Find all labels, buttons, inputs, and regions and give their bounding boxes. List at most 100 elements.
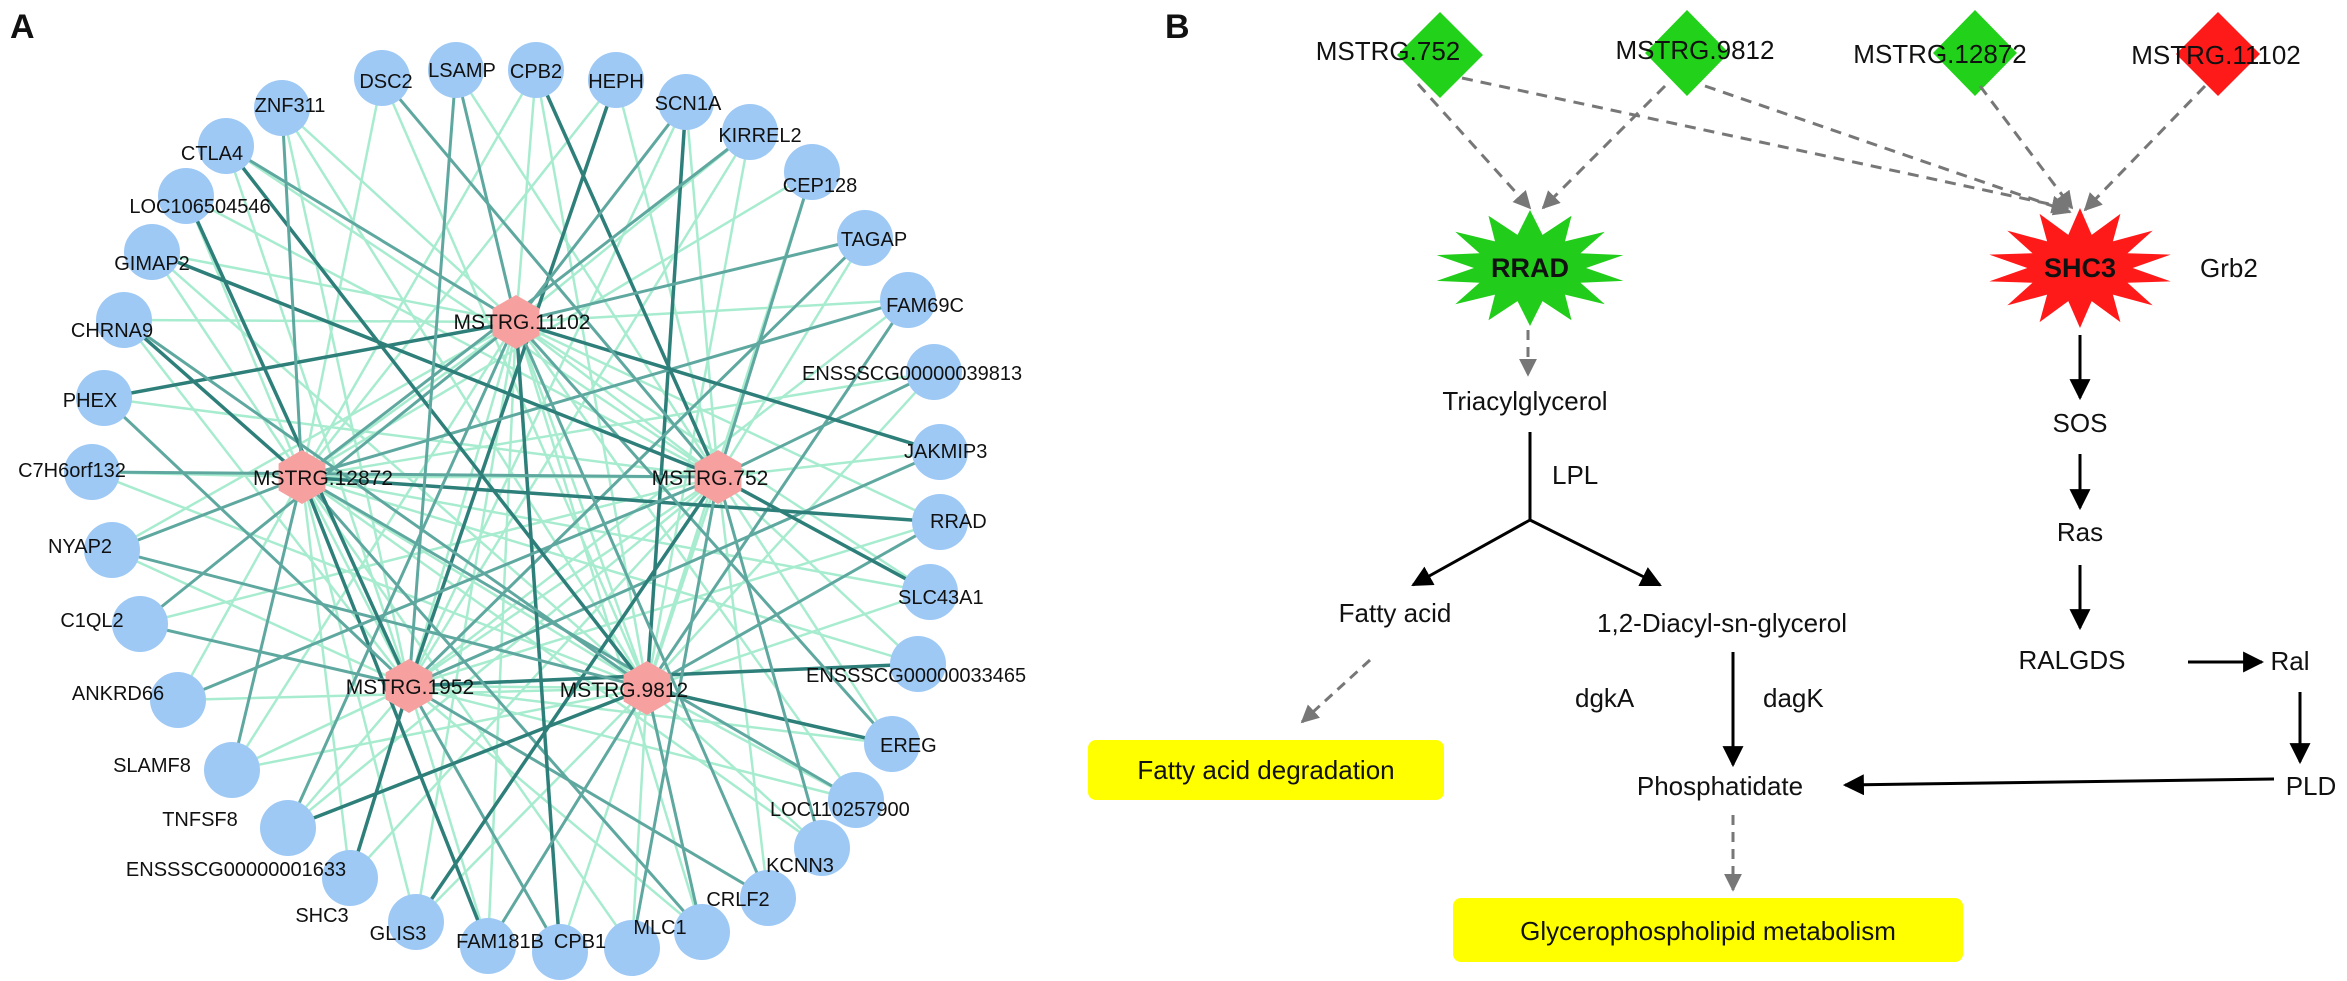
gene-node-ereg — [864, 716, 920, 772]
gene-node-kcnn3 — [794, 820, 850, 876]
gene-node-shc3 — [388, 894, 444, 950]
network-edges-dark — [91, 69, 941, 953]
triacylglycerol-label: Triacylglycerol — [1442, 386, 1607, 416]
gene-node-chrna9 — [96, 292, 152, 348]
network-edge — [139, 622, 410, 688]
gene-node-ankrd66 — [150, 672, 206, 728]
network-edge — [684, 101, 720, 478]
network-edge — [280, 107, 411, 687]
to-diacyl-arrow — [1529, 518, 1662, 587]
network-edge — [514, 69, 538, 323]
network-edge — [184, 195, 411, 687]
gene-node-phex — [76, 370, 132, 426]
diamond-mstrg-9812 — [1645, 10, 1729, 96]
network-edge — [408, 685, 703, 933]
fatty-acid-degradation-label: Fatty acid degradation — [1137, 755, 1394, 785]
network-edge — [150, 251, 304, 478]
gene-label-loc110257900: LOC110257900 — [770, 799, 910, 821]
glycerophospholipid-box — [1453, 898, 1963, 962]
hub-edge — [515, 321, 719, 478]
gene-label-cpb1: CPB1 — [554, 931, 606, 953]
gene-node-slamf8 — [204, 742, 260, 798]
network-edge — [645, 687, 704, 933]
network-edge — [177, 475, 719, 702]
network-edge — [300, 476, 490, 947]
network-edge — [103, 396, 719, 479]
network-edge — [645, 299, 910, 689]
gene-label-lsamp: LSAMP — [428, 60, 496, 82]
gene-label-rrad: RRAD — [930, 511, 987, 533]
gene-label-slamf8: SLAMF8 — [113, 755, 191, 777]
gene-node-slc43a1 — [902, 564, 958, 620]
network-edge — [151, 251, 648, 689]
network-edge — [646, 371, 935, 689]
gene-node-znf311 — [254, 80, 310, 136]
network-edge — [230, 321, 518, 771]
gene-node-cpb2 — [508, 42, 564, 98]
network-edge — [111, 548, 410, 688]
diamond-mstrg-9812-label: MSTRG.9812 — [1616, 35, 1775, 65]
gene-label-scn1a: SCN1A — [655, 93, 722, 115]
hub-edge — [514, 321, 649, 689]
network-edge — [717, 450, 941, 479]
gene-label-shc3: SHC3 — [295, 905, 348, 927]
network-edge — [111, 475, 303, 552]
network-edge — [515, 320, 941, 524]
gene-node-tnfsf8 — [260, 800, 316, 856]
gene-label-tagap: TAGAP — [841, 229, 907, 251]
network-edge — [514, 321, 894, 745]
network-edge — [408, 684, 857, 802]
network-edge — [301, 79, 617, 478]
gene-node-mlc1 — [674, 904, 730, 960]
network-edge — [717, 475, 931, 594]
network-edge — [123, 318, 648, 690]
network-edge — [300, 69, 538, 478]
shc3-star-label: SHC3 — [2044, 253, 2116, 283]
gene-label-enssscg00000033465: ENSSSCG00000033465 — [806, 665, 1026, 687]
network-edge — [514, 321, 770, 899]
hub-edge — [407, 321, 518, 687]
gene-label-gimap2: GIMAP2 — [114, 253, 190, 275]
gene-node-nyap2 — [84, 522, 140, 578]
gene-node-crlf2 — [740, 870, 796, 926]
network-edge — [716, 237, 867, 478]
gene-label-fam181b: FAM181B — [456, 931, 544, 953]
network-edge — [224, 144, 649, 690]
network-edge — [225, 144, 517, 324]
gene-label-enssscg00000001633: ENSSSCG00000001633 — [126, 859, 346, 881]
gene-label-mlc1: MLC1 — [633, 917, 686, 939]
network-edge — [91, 470, 719, 479]
network-edge — [300, 77, 384, 478]
hub-node-mstrg-1952 — [385, 659, 433, 713]
network-edge — [301, 298, 909, 479]
network-edge — [515, 320, 941, 454]
gene-node-fam181b — [532, 924, 588, 980]
gene-label-ctla4: CTLA4 — [181, 143, 243, 165]
ral-label: Ral — [2270, 646, 2309, 676]
network-edge — [407, 79, 618, 687]
diamond-mstrg-11102-label: MSTRG.11102 — [2131, 40, 2301, 70]
lpl-label: LPL — [1552, 460, 1598, 490]
diamond-mstrg-752-label: MSTRG.752 — [1316, 36, 1461, 66]
fatty-acid-degradation-box — [1088, 740, 1444, 800]
network-edge — [486, 321, 518, 947]
rrad-star — [1436, 210, 1624, 326]
fatty-acid-label: Fatty acid — [1339, 598, 1452, 628]
network-edge — [231, 684, 410, 772]
network-edge — [300, 476, 634, 949]
gene-label-heph: HEPH — [588, 71, 644, 93]
network-edge — [301, 475, 823, 850]
network-edge — [716, 476, 824, 849]
network-edge — [514, 321, 858, 801]
gene-label-kcnn3: KCNN3 — [766, 855, 834, 877]
network-edge — [123, 318, 517, 324]
network-edge — [301, 475, 919, 666]
network-edge — [645, 101, 688, 689]
gene-node-heph — [588, 52, 644, 108]
hub-node-mstrg-752 — [694, 450, 742, 504]
network-edge — [348, 685, 411, 879]
gene-node-loc106504546 — [158, 168, 214, 224]
gene-label-znf311: ZNF311 — [255, 95, 326, 117]
